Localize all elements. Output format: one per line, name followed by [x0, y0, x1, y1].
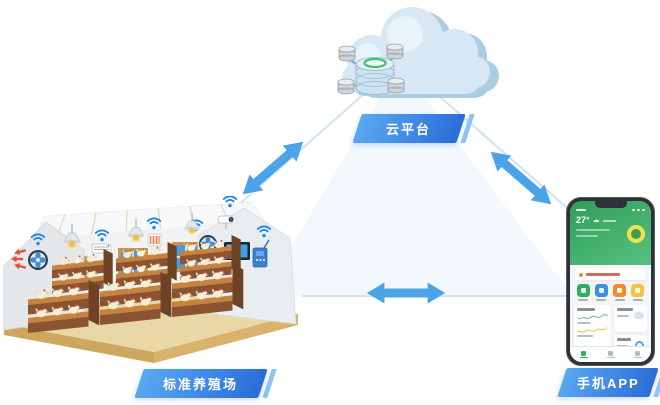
security-camera-icon: [217, 215, 234, 229]
location-text: [576, 229, 610, 231]
cloud-platform-label-text: 云平台: [386, 122, 432, 137]
farm-illustration: [3, 196, 298, 363]
sparkline-chart: [577, 326, 608, 333]
alert-icon: [579, 272, 583, 277]
nav-profile: [633, 350, 642, 359]
phone-notch: [594, 201, 627, 208]
info-card: [614, 305, 647, 332]
triangle-fill: [262, 64, 572, 296]
alert-banner: [575, 269, 646, 280]
temperature-value: 27°: [576, 215, 590, 225]
farm-right-wall: [188, 196, 297, 325]
sparkline-chart: [577, 313, 608, 320]
nav-home: [579, 350, 588, 359]
quick-action-2: [594, 284, 608, 301]
arrow-farm-cloud: [235, 133, 311, 203]
date-text: [576, 235, 598, 237]
bottom-nav: [570, 346, 651, 362]
server-cluster-icon: [337, 43, 405, 95]
metric-label: [577, 334, 593, 337]
cloud-platform-label: 云平台: [352, 114, 466, 143]
card-title: [577, 308, 595, 311]
nav-devices: [606, 350, 615, 359]
farm-label-text: 标准养殖场: [163, 377, 239, 392]
farm-label: 标准养殖场: [134, 369, 268, 398]
database-node-icon: [386, 43, 404, 60]
database-node-icon: [337, 78, 355, 95]
quick-action-3: [613, 284, 627, 301]
heater-icon: [147, 233, 162, 247]
exhaust-fan-icon: [27, 249, 49, 271]
database-node-icon: [387, 77, 405, 94]
status-time: [576, 209, 586, 211]
quick-action-4: [631, 284, 645, 301]
weather-detail: [602, 219, 616, 222]
smartphone: 27° ☁: [566, 197, 655, 366]
mobile-app-label-text: 手机APP: [576, 376, 640, 391]
status-icons: [632, 209, 645, 211]
router-icon: [252, 239, 270, 268]
quick-actions: [574, 284, 647, 301]
app-header: 27° ☁: [570, 201, 651, 265]
mobile-app-label: 手机APP: [557, 368, 659, 397]
weather-cloud-icon: ☁: [592, 217, 600, 224]
status-ring: [363, 57, 387, 69]
metric-label: [577, 321, 591, 324]
quick-action-1: [576, 284, 590, 301]
app-logo: [627, 225, 645, 243]
alert-text: [586, 273, 620, 276]
database-node-icon: [338, 45, 356, 62]
phone-screen: 27° ☁: [570, 201, 651, 362]
cloud-thumbnail-icon: [634, 312, 644, 319]
